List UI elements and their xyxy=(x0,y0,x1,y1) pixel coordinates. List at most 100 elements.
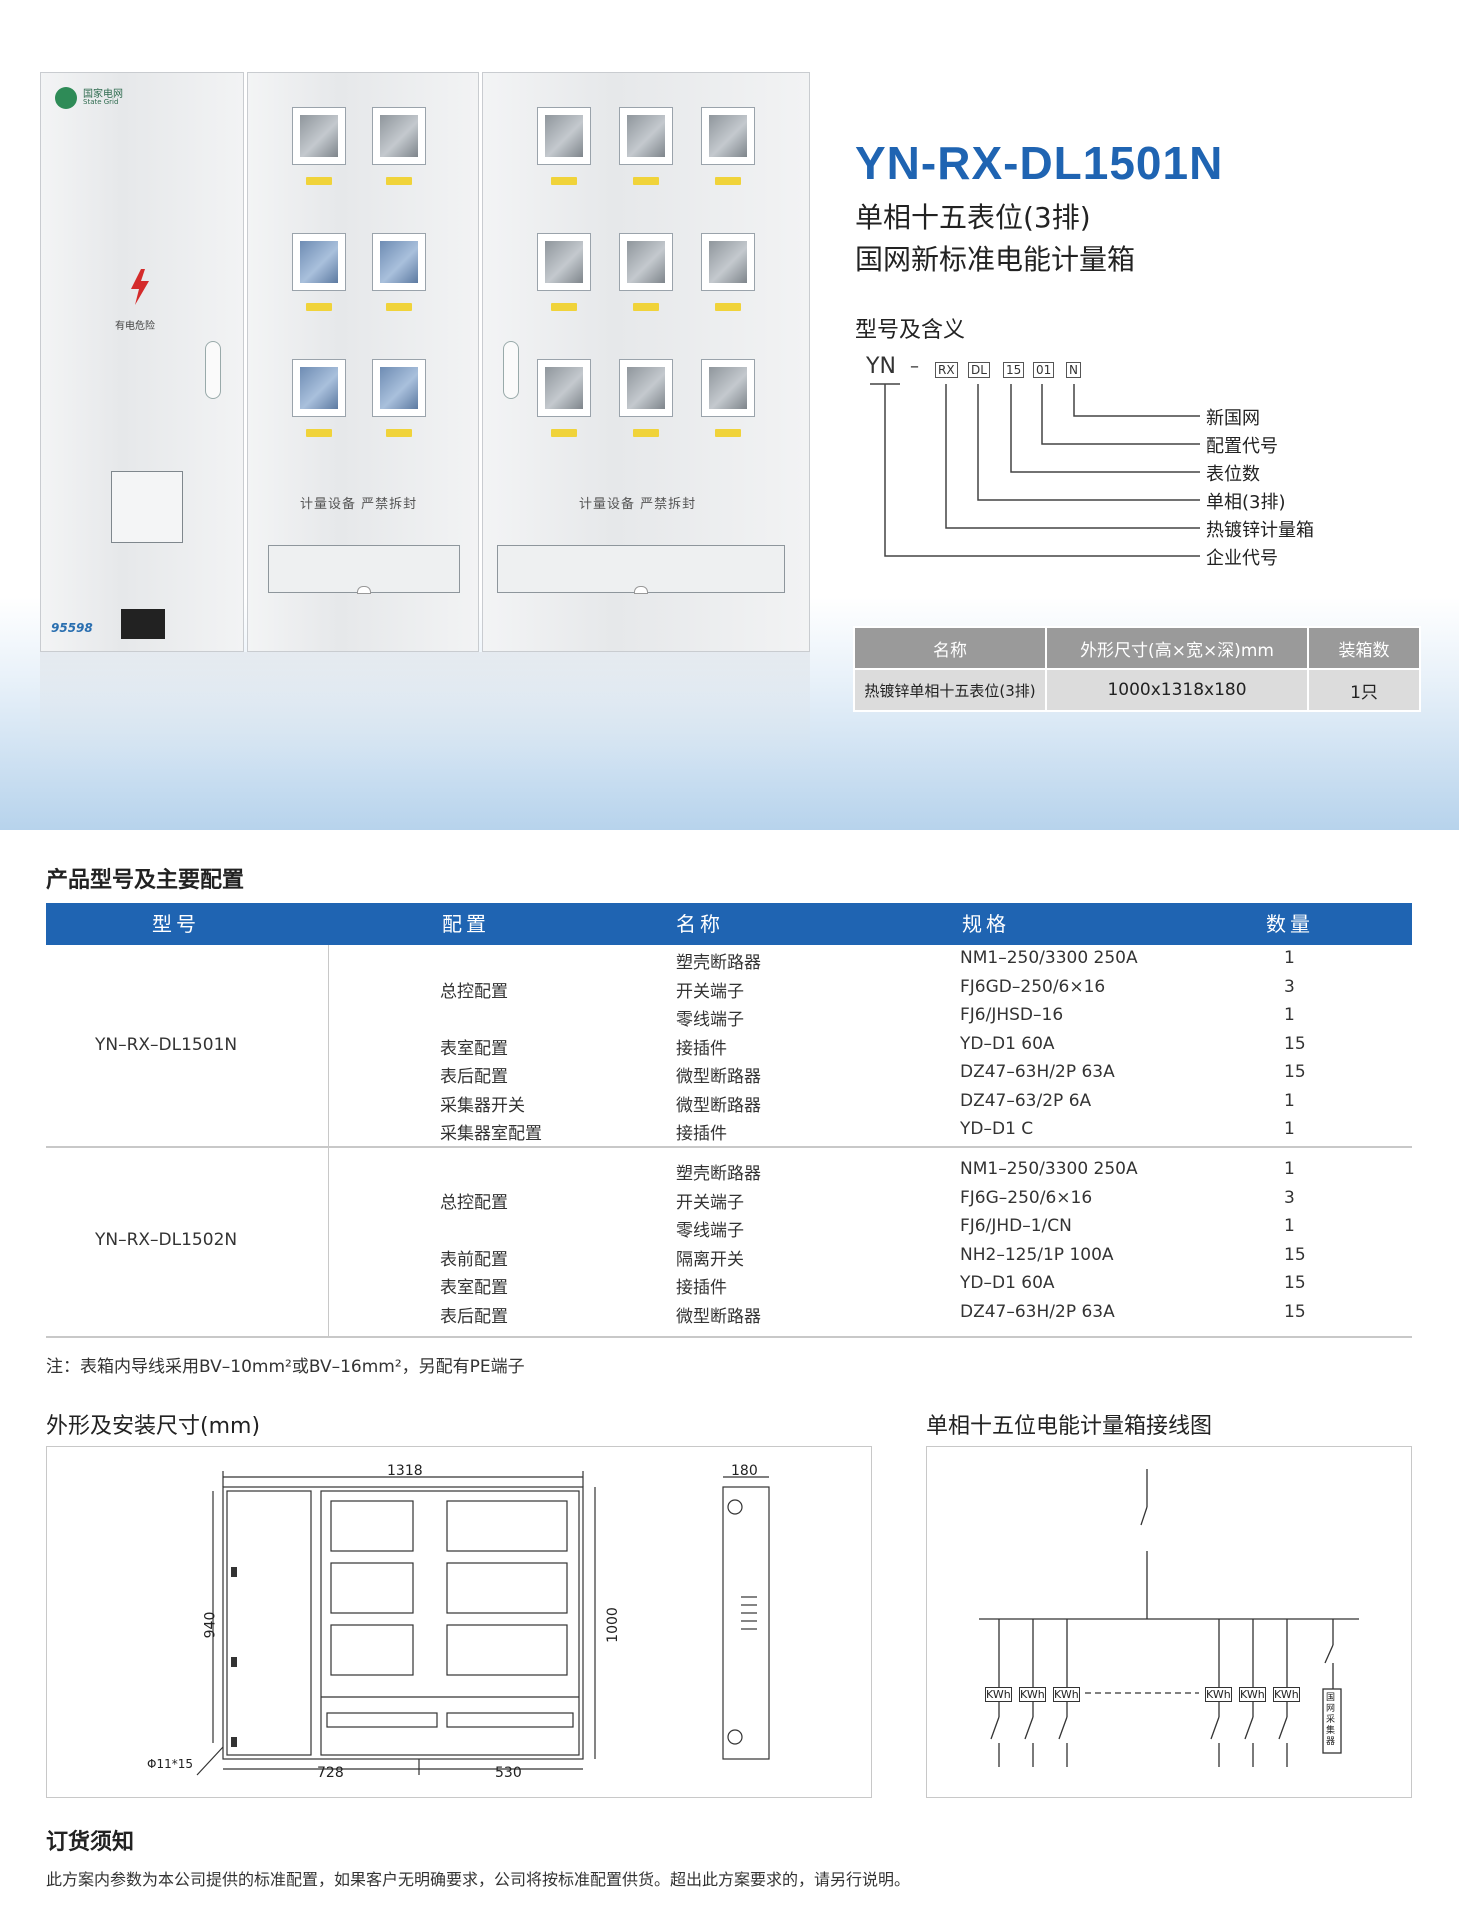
wiring-diagram xyxy=(979,1469,1359,1767)
config-cell-spec: FJ6G–250/6×16 xyxy=(960,1187,1093,1208)
config-cell-config: 表室配置 xyxy=(440,1278,508,1298)
meter-window xyxy=(619,233,673,291)
kwh-meter-label: KWh xyxy=(1273,1687,1300,1702)
spec-table: 名称 外形尺寸(高×宽×深)mm 装箱数 热镀锌单相十五表位(3排) 1000x… xyxy=(853,626,1421,712)
dim-height-left: 940 xyxy=(202,1611,219,1639)
config-cell-qty: 3 xyxy=(1284,1187,1295,1208)
config-cell-name: 零线端子 xyxy=(676,1221,744,1241)
meter-window xyxy=(701,359,755,417)
code-part-01: 01 xyxy=(1033,362,1055,378)
config-cell-config: 总控配置 xyxy=(440,981,508,1002)
config-cell-spec: NH2–125/1P 100A xyxy=(960,1244,1114,1265)
meter-window xyxy=(372,233,426,291)
meaning-galvanized-box: 热镀锌计量箱 xyxy=(1206,520,1314,541)
config-model-2: YN–RX–DL1502N xyxy=(95,1230,238,1250)
config-cell-qty: 1 xyxy=(1284,948,1295,968)
config-cell-name: 开关端子 xyxy=(676,981,744,1002)
code-prefix: YN xyxy=(866,354,896,379)
meter-window xyxy=(701,233,755,291)
cabinet-reflection xyxy=(40,652,810,772)
config-header-qty: 数量 xyxy=(1266,912,1314,936)
wiring-title: 单相十五位电能计量箱接线图 xyxy=(926,1414,1213,1439)
model-code-leader-lines xyxy=(870,383,1200,557)
config-cell-config: 表后配置 xyxy=(440,1067,508,1087)
config-cell-qty: 15 xyxy=(1284,1062,1306,1082)
meaning-company-code: 企业代号 xyxy=(1206,548,1278,569)
product-model-title: YN-RX-DL1501N xyxy=(855,137,1224,189)
config-header-config: 配置 xyxy=(442,912,490,936)
code-part-dl: DL xyxy=(968,362,990,378)
meter-window xyxy=(537,107,591,165)
config-cell-config: 采集器开关 xyxy=(440,1095,525,1116)
config-cell-spec: DZ47–63H/2P 63A xyxy=(960,1062,1115,1082)
dimensions-title: 外形及安装尺寸(mm) xyxy=(46,1414,261,1439)
config-cell-name: 塑壳断路器 xyxy=(676,1164,761,1184)
spec-cell-name: 热镀锌单相十五表位(3排) xyxy=(853,668,1047,712)
kwh-meter-label: KWh xyxy=(1205,1687,1232,1702)
config-cell-name: 接插件 xyxy=(676,1278,727,1298)
config-model-1: YN–RX–DL1501N xyxy=(95,1035,238,1055)
config-cell-config: 总控配置 xyxy=(440,1192,508,1213)
config-cell-name: 微型断路器 xyxy=(676,1067,761,1087)
spec-header-name: 名称 xyxy=(853,626,1047,670)
config-cell-name: 微型断路器 xyxy=(676,1306,761,1327)
inspection-window xyxy=(111,471,183,543)
config-cell-qty: 1 xyxy=(1284,1159,1295,1179)
meter-window xyxy=(701,107,755,165)
dim-width: 1318 xyxy=(387,1463,423,1479)
config-cell-name: 塑壳断路器 xyxy=(676,953,761,973)
config-cell-config: 采集器室配置 xyxy=(440,1124,542,1144)
dim-bottom-left: 728 xyxy=(317,1765,344,1781)
meter-window xyxy=(372,107,426,165)
config-header-model: 型号 xyxy=(152,912,200,936)
config-cell-spec: DZ47–63/2P 6A xyxy=(960,1090,1092,1111)
spec-cell-size: 1000x1318x180 xyxy=(1045,668,1309,712)
brand-label: 国家电网 xyxy=(83,89,123,100)
door-lock-handle xyxy=(205,341,221,399)
config-cell-spec: FJ6/JHD–1/CN xyxy=(960,1216,1072,1236)
config-cell-spec: FJ6GD–250/6×16 xyxy=(960,976,1106,997)
dim-hole: Φ11*15 xyxy=(147,1757,193,1771)
config-cell-qty: 1 xyxy=(1284,1216,1295,1236)
kwh-meter-label: KWh xyxy=(1019,1687,1046,1702)
collector-label: 国网采集器 xyxy=(1326,1693,1336,1747)
config-cell-qty: 15 xyxy=(1284,1273,1306,1293)
meter-window xyxy=(537,359,591,417)
spec-header-size: 外形尺寸(高×宽×深)mm xyxy=(1045,626,1309,670)
config-cell-qty: 1 xyxy=(1284,1005,1295,1025)
kwh-meter-label: KWh xyxy=(985,1687,1012,1702)
door-lock-handle xyxy=(503,341,519,399)
kwh-meter-label: KWh xyxy=(1239,1687,1266,1702)
config-cell-config: 表前配置 xyxy=(440,1249,508,1270)
config-cell-spec: YD–D1 60A xyxy=(960,1273,1055,1293)
meter-window xyxy=(292,359,346,417)
dimension-drawing xyxy=(196,1471,770,1776)
config-cell-spec: NM1–250/3300 250A xyxy=(960,1159,1138,1179)
brand-label-en: State Grid xyxy=(83,98,119,106)
model-meaning-title: 型号及含义 xyxy=(855,318,966,343)
meter-window xyxy=(619,107,673,165)
cabinet-photo: 国家电网 State Grid 有电危险 95598 计量设备 严禁拆封 xyxy=(40,72,810,652)
kwh-meter-label: KWh xyxy=(1053,1687,1080,1702)
hotline-logo: 95598 xyxy=(51,621,93,635)
config-cell-spec: DZ47–63H/2P 63A xyxy=(960,1301,1115,1322)
config-cell-qty: 1 xyxy=(1284,1090,1295,1111)
wiring-diagram-frame: KWh KWh KWh KWh KWh KWh 国网采集器 xyxy=(926,1446,1412,1798)
code-dash: – xyxy=(910,356,919,377)
order-title: 订货须知 xyxy=(46,1830,135,1855)
spec-cell-qty: 1只 xyxy=(1307,668,1421,712)
config-section-title: 产品型号及主要配置 xyxy=(46,868,245,893)
meter-window xyxy=(292,107,346,165)
config-cell-spec: FJ6/JHSD–16 xyxy=(960,1005,1064,1025)
config-cell-name: 微型断路器 xyxy=(676,1095,761,1116)
meaning-single-phase: 单相(3排) xyxy=(1206,492,1286,513)
meter-window xyxy=(619,359,673,417)
config-cell-name: 开关端子 xyxy=(676,1192,744,1213)
config-cell-qty: 15 xyxy=(1284,1033,1306,1054)
danger-label: 有电危险 xyxy=(115,321,155,332)
config-cell-spec: YD–D1 60A xyxy=(960,1033,1055,1054)
spec-header-qty: 装箱数 xyxy=(1307,626,1421,670)
order-text: 此方案内参数为本公司提供的标准配置，如果客户无明确要求，公司将按标准配置供货。超… xyxy=(46,1870,911,1889)
product-subtitle-1: 单相十五表位(3排) xyxy=(855,201,1091,234)
nameplate xyxy=(121,609,165,639)
